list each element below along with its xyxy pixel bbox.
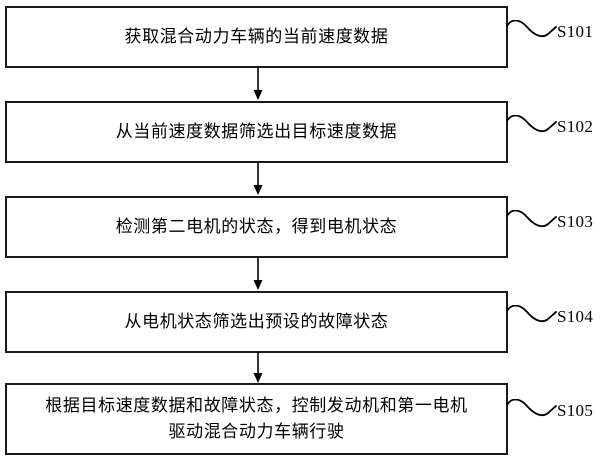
step-label-s102: S102 [557, 117, 594, 136]
connector-s103-s104 [253, 257, 263, 290]
connector-s102-s103 [253, 162, 263, 195]
step-text-s105: 根据目标速度数据和故障状态，控制发动机和第一电机 驱动混合动力车辆行驶 [45, 396, 468, 442]
leader-squiggle-s103 [506, 210, 557, 228]
flowchart-step-s104: 从电机状态筛选出预设的故障状态 [5, 291, 508, 353]
connector-s104-s105 [253, 352, 263, 383]
leader-squiggle-s101 [506, 20, 557, 38]
leader-squiggle-s105 [506, 399, 557, 417]
step-label-s104: S104 [557, 307, 594, 326]
step-label-s103: S103 [557, 212, 594, 231]
step-label-s101: S101 [557, 22, 594, 41]
step-label-s105: S105 [557, 401, 594, 420]
step-text-s101: 获取混合动力车辆的当前速度数据 [124, 27, 389, 47]
flowchart-step-s102: 从当前速度数据筛选出目标速度数据 [5, 101, 508, 163]
flowchart-step-s105: 根据目标速度数据和故障状态，控制发动机和第一电机 驱动混合动力车辆行驶 [5, 383, 508, 455]
step-text-s104: 从电机状态筛选出预设的故障状态 [124, 312, 389, 332]
leader-squiggle-s104 [506, 305, 557, 323]
flowchart-step-s103: 检测第二电机的状态，得到电机状态 [5, 196, 508, 258]
connector-s101-s102 [253, 67, 263, 100]
leader-squiggle-s102 [506, 115, 557, 133]
step-text-s102: 从当前速度数据筛选出目标速度数据 [115, 122, 398, 142]
step-text-s103: 检测第二电机的状态，得到电机状态 [115, 217, 398, 237]
flowchart-step-s101: 获取混合动力车辆的当前速度数据 [5, 6, 508, 68]
